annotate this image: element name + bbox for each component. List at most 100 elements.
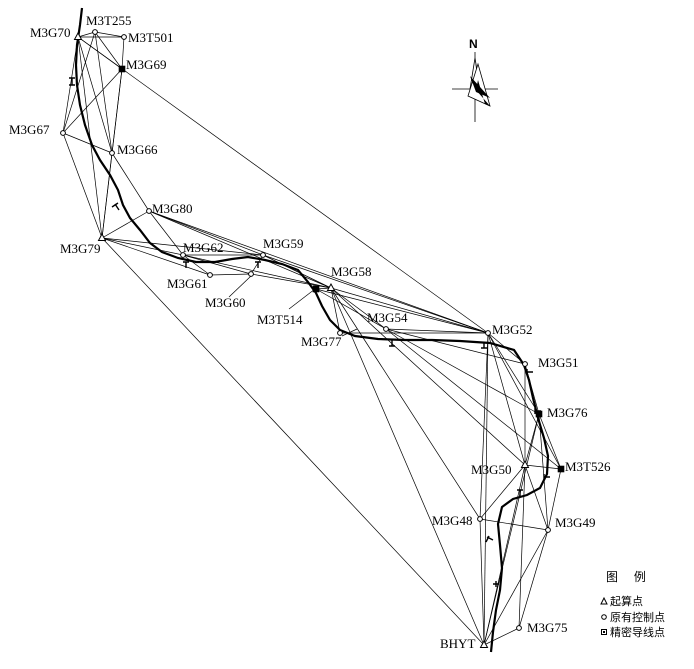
legend-item-traverse-point: 精密导线点 <box>601 625 665 639</box>
observation-line-M3G79-M3G61 <box>101 237 211 276</box>
observation-line-M3G69-M3G67 <box>62 68 123 134</box>
observation-line-M3G58-M3G48 <box>330 287 481 520</box>
label-M3G58: M3G58 <box>331 264 371 279</box>
label-M3G48: M3G48 <box>432 513 472 528</box>
callout-leaders <box>228 275 358 337</box>
observation-lines <box>62 31 562 646</box>
observation-line-M3T501-M3G69 <box>121 36 125 70</box>
marker-M3G62 <box>180 252 186 258</box>
legend-item-control-point: 原有控制点 <box>601 610 665 624</box>
label-M3G59: M3G59 <box>263 236 303 251</box>
observation-line-M3G70-M3G66 <box>77 36 113 154</box>
label-M3T526: M3T526 <box>565 459 611 474</box>
marker-M3T514 <box>312 285 320 293</box>
label-M3G49: M3G49 <box>555 515 595 530</box>
observation-line-M3G79-BHYT <box>101 237 485 646</box>
label-M3G52: M3G52 <box>492 322 532 337</box>
label-M3G51: M3G51 <box>538 355 578 370</box>
marker-M3G67 <box>60 130 66 136</box>
observation-line-M3G70-M3G52 <box>77 36 489 334</box>
observation-line-M3T255-M3G66 <box>94 31 113 154</box>
label-M3G75: M3G75 <box>527 620 567 635</box>
legend-label-start-point: 起算点 <box>610 594 643 608</box>
observation-line-M3G59-M3G58 <box>262 254 332 289</box>
observation-line-M3T255-M3G67 <box>62 31 96 134</box>
marker-M3G52 <box>485 330 491 336</box>
observation-line-M3G80-M3G58 <box>148 210 332 289</box>
label-M3G76: M3G76 <box>547 405 588 420</box>
observation-line-M3G67-M3G66 <box>62 132 113 154</box>
observation-line-M3G58-M3G50 <box>330 287 526 466</box>
marker-M3G51 <box>522 361 528 367</box>
marker-M3G54 <box>383 326 389 332</box>
label-M3G70: M3G70 <box>30 25 70 40</box>
marker-M3G77 <box>337 330 343 336</box>
observation-line-M3G76-BHYT <box>483 413 540 646</box>
circle-icon <box>601 614 607 620</box>
observation-line-M3G62-M3G58 <box>182 254 332 289</box>
marker-M3T501 <box>121 34 127 40</box>
label-M3G60: M3G60 <box>205 295 245 310</box>
observation-line-M3G52-M3G50 <box>487 332 526 466</box>
triangle-icon <box>600 596 608 605</box>
observation-line-M3G62-M3G60 <box>182 254 252 275</box>
label-M3G62: M3G62 <box>183 240 223 255</box>
label-M3G54: M3G54 <box>367 310 408 325</box>
observation-line-M3G52-M3G48 <box>479 332 489 520</box>
observation-line-M3G66-M3G79 <box>101 152 113 239</box>
observation-line-M3G76-M3G49 <box>538 413 549 531</box>
observation-line-M3T514-M3G54 <box>315 288 387 330</box>
observation-line-M3G54-M3T526 <box>385 328 562 470</box>
marker-M3G80 <box>146 208 152 214</box>
marker-M3G49 <box>545 527 551 533</box>
label-M3T501: M3T501 <box>128 30 174 45</box>
label-M3T255: M3T255 <box>86 13 132 28</box>
observation-line-M3G58-M3G52 <box>330 287 489 334</box>
label-M3G67: M3G67 <box>9 122 50 137</box>
legend-title: 图 例 <box>606 570 652 584</box>
observation-line-M3G70-M3T255 <box>77 31 96 38</box>
label-M3G69: M3G69 <box>126 57 166 72</box>
marker-M3G60 <box>248 271 254 277</box>
observation-line-M3G48-BHYT <box>479 518 485 646</box>
observation-line-M3G79-M3G80 <box>101 210 150 239</box>
station-markers <box>60 29 565 648</box>
observation-line-M3G60-M3G58 <box>250 273 332 289</box>
observation-line-M3G58-BHYT <box>330 287 485 646</box>
observation-line-BHYT-M3G75 <box>483 627 520 646</box>
observation-line-M3G50-M3T526 <box>524 464 562 470</box>
observation-line-M3G52-BHYT <box>483 332 489 646</box>
north-arrow: N <box>452 37 498 122</box>
marker-M3G58 <box>326 282 336 291</box>
marker-M3G70 <box>73 31 83 40</box>
route-tick-marks <box>69 77 550 587</box>
marker-M3T526 <box>557 465 565 473</box>
observation-line-M3G59-M3G60 <box>250 254 264 275</box>
legend-label-control-point: 原有控制点 <box>610 610 665 624</box>
label-M3G80: M3G80 <box>152 201 192 216</box>
observation-line-M3G54-M3G52 <box>385 328 489 334</box>
north-label: N <box>469 37 478 51</box>
observation-line-M3G61-M3G60 <box>209 273 252 276</box>
observation-line-M3T526-M3G49 <box>547 468 562 531</box>
observation-line-M3G50-M3G48 <box>479 464 526 520</box>
observation-line-M3G80-M3G62 <box>148 210 184 256</box>
observation-line-M3G50-M3G49 <box>524 464 549 531</box>
observation-line-M3T255-M3G69 <box>94 31 123 70</box>
observation-line-M3G59-M3G52 <box>262 254 489 334</box>
marker-M3G59 <box>260 252 266 258</box>
observation-line-M3G67-M3G79 <box>62 132 103 239</box>
label-M3T514: M3T514 <box>257 312 303 327</box>
marker-M3G61 <box>207 272 213 278</box>
marker-M3G75 <box>516 625 522 631</box>
observation-line-M3G49-M3G75 <box>518 529 549 629</box>
marker-M3G69 <box>118 65 126 73</box>
observation-line-M3G48-M3G49 <box>479 518 549 531</box>
observation-line-M3G50-M3G75 <box>518 464 526 629</box>
label-M3G77: M3G77 <box>301 334 342 349</box>
marker-M3G79 <box>97 232 107 241</box>
observation-line-M3G62-M3G61 <box>182 254 211 276</box>
route-line <box>74 7 550 653</box>
